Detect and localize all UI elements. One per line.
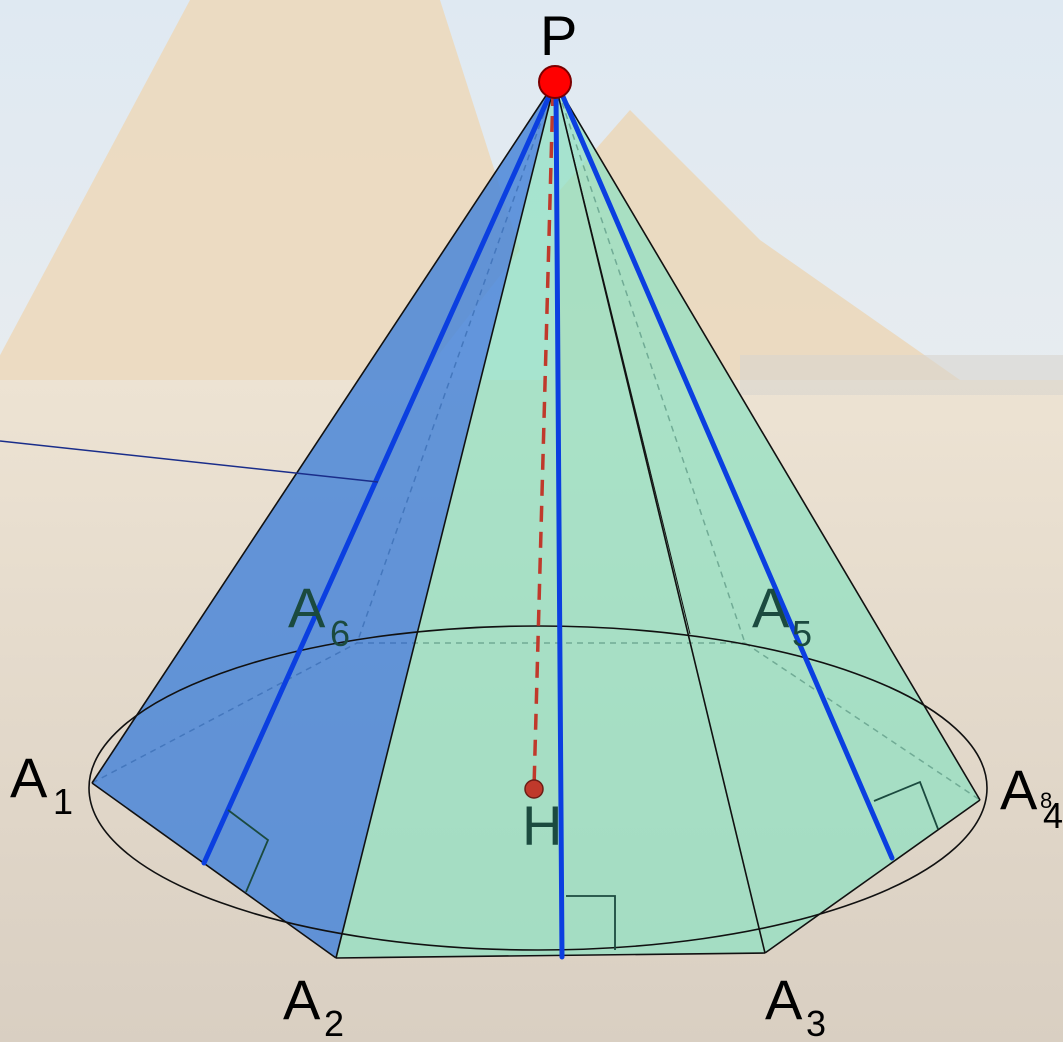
right-angle-A1A2 bbox=[227, 809, 270, 893]
label-A3-base: A bbox=[765, 968, 803, 1031]
label-H: H bbox=[522, 794, 563, 857]
height-line bbox=[532, 89, 555, 789]
label-A5-sub: 5 bbox=[792, 613, 813, 654]
apex-point-P bbox=[538, 65, 572, 99]
label-A1-base: A bbox=[10, 746, 48, 809]
label-A4-sub: 4 bbox=[1043, 795, 1063, 836]
visible-edges bbox=[91, 81, 981, 959]
apothem-A1A2 bbox=[201, 89, 554, 866]
face-PA3A4 bbox=[555, 82, 980, 953]
background-pyramid-left bbox=[0, 0, 520, 430]
right-angle-A3A4 bbox=[873, 780, 939, 830]
apothems bbox=[201, 89, 895, 960]
right-angle-markers bbox=[227, 780, 939, 950]
label-A6-base: A bbox=[288, 576, 326, 639]
label-A1-sub: 1 bbox=[53, 781, 74, 822]
label-A2-base: A bbox=[283, 968, 321, 1031]
page-number: 8 bbox=[1040, 788, 1053, 813]
callout-line bbox=[0, 440, 379, 483]
foot-point-H bbox=[524, 779, 544, 799]
apothem-A3A4 bbox=[558, 89, 895, 861]
apothem-A2A3 bbox=[553, 89, 565, 960]
base-circle bbox=[88, 625, 988, 951]
label-A6-sub: 6 bbox=[330, 613, 351, 654]
face-PA1A2 bbox=[92, 82, 555, 958]
label-A2-sub: 2 bbox=[324, 1003, 345, 1044]
label-A5-base: A bbox=[752, 576, 790, 639]
label-A3-sub: 3 bbox=[806, 1003, 827, 1044]
label-A4-base: A bbox=[1000, 758, 1038, 821]
face-PA2A3 bbox=[336, 82, 765, 958]
right-angle-A2A3 bbox=[566, 895, 616, 950]
label-P: P bbox=[540, 4, 578, 67]
